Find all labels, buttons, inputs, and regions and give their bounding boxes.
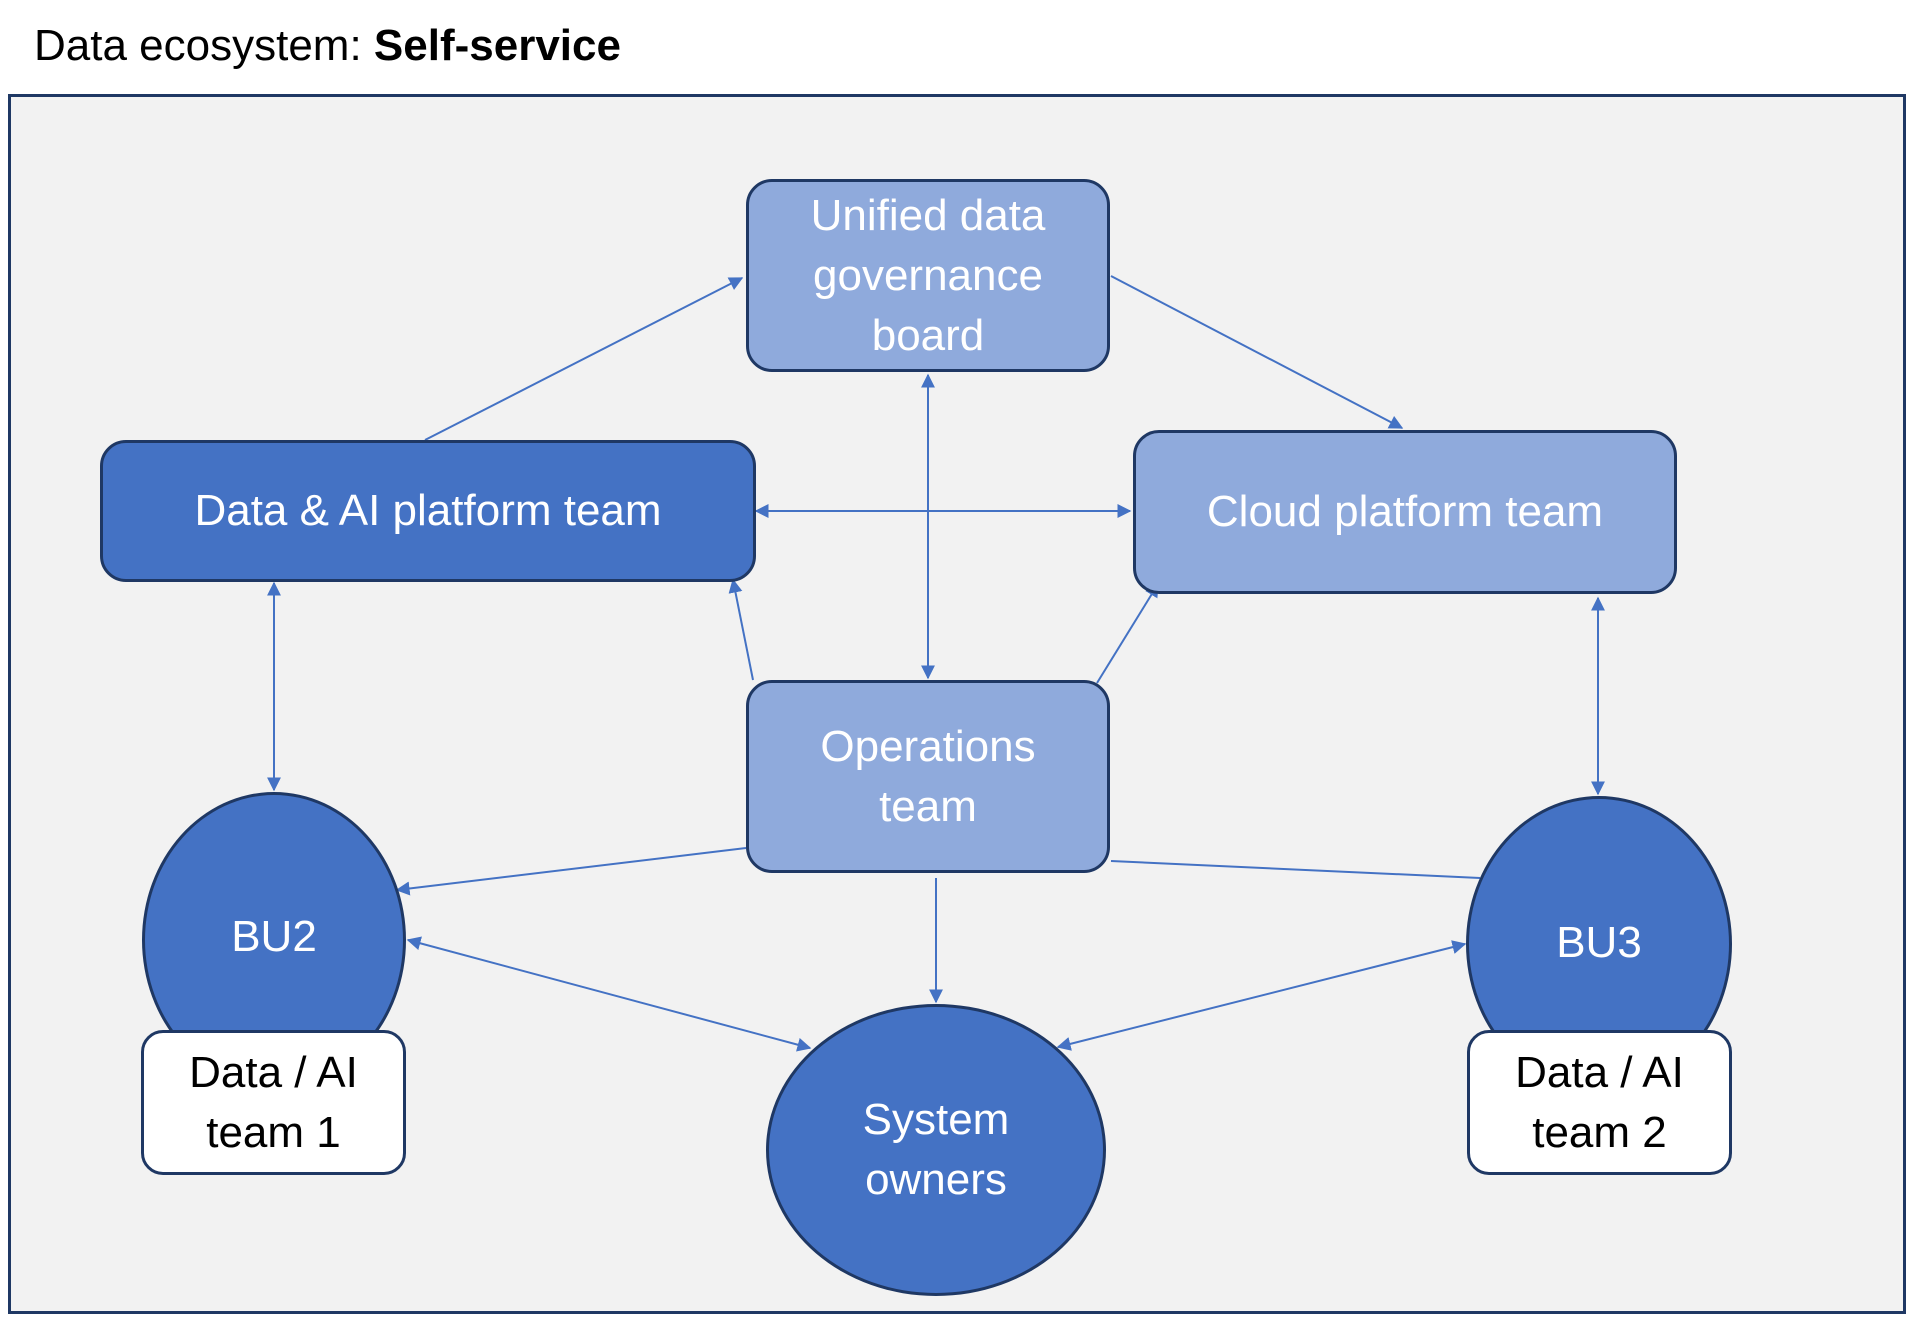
governance-board-label: Unified data governance board	[810, 190, 1046, 360]
operations-team-label: Operations team	[820, 721, 1036, 831]
connector-operations-bu3	[1110, 860, 1481, 879]
page-title: Data ecosystem: Self-service	[34, 16, 621, 76]
arrow-operations-to-cloud	[1096, 582, 1159, 684]
system-owners-label: System owners	[862, 1095, 1010, 1204]
arrow-bu2-system-owners	[406, 936, 812, 1052]
data-ai-team-2-label: Data / AI team 2	[1515, 1047, 1684, 1157]
arrow-dataai-to-governance	[424, 277, 744, 441]
node-governance-board: Unified data governance board	[746, 179, 1110, 372]
node-operations-team: Operations team	[746, 680, 1110, 873]
bu3-label: BU3	[1556, 918, 1642, 967]
cloud-platform-team-label: Cloud platform team	[1206, 487, 1604, 536]
title-prefix: Data ecosystem:	[34, 21, 374, 70]
arrow-operations-to-dataai	[728, 578, 754, 681]
bu2-label: BU2	[231, 912, 317, 961]
node-data-ai-team-2: Data / AI team 2	[1467, 1030, 1732, 1175]
title-bold: Self-service	[373, 21, 621, 70]
arrow-system-owners-bu3	[1056, 940, 1467, 1051]
data-ai-team-1-label: Data / AI team 1	[189, 1047, 358, 1157]
node-cloud-platform-team: Cloud platform team	[1133, 430, 1677, 594]
node-data-ai-team-1: Data / AI team 1	[141, 1030, 406, 1175]
data-ai-platform-team-label: Data & AI platform team	[194, 486, 662, 535]
arrow-operations-to-bu2	[395, 847, 747, 896]
arrow-governance-to-cloud	[1110, 275, 1404, 429]
node-system-owners: System owners	[766, 1004, 1106, 1296]
node-data-ai-platform-team: Data & AI platform team	[100, 440, 756, 582]
